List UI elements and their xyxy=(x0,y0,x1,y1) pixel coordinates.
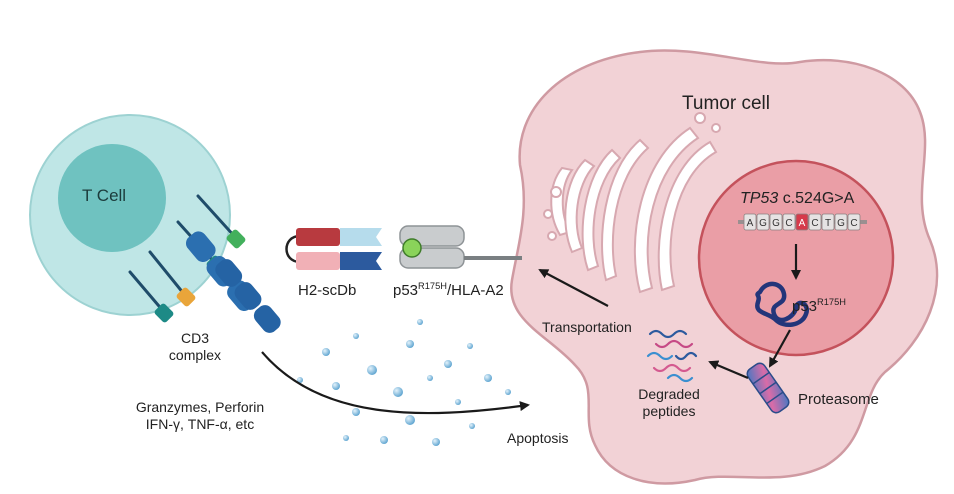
granule-droplet xyxy=(353,333,359,339)
granule-droplet xyxy=(417,319,423,325)
effectors-line2: IFN-γ, TNF-α, etc xyxy=(145,415,255,432)
dna-base-letter: G xyxy=(772,218,780,229)
tp53-mutation-text: c.524G>A xyxy=(778,190,855,207)
granule-droplet xyxy=(444,360,452,368)
tp53-gene-name: TP53 xyxy=(740,190,779,207)
dna-base-box xyxy=(782,213,796,231)
dna-base-letter: A xyxy=(747,218,754,229)
p53-protein-text: p53 xyxy=(792,298,818,315)
p53-protein-label: p53R175H xyxy=(792,297,846,316)
proteasome-label: Proteasome xyxy=(798,391,879,408)
transportation-label: Transportation xyxy=(542,319,632,335)
dna-base-letter: A xyxy=(799,218,806,229)
granule-droplet xyxy=(455,399,461,405)
dna-base-letter: C xyxy=(811,218,818,229)
granule-droplet xyxy=(352,408,360,416)
granule-droplet xyxy=(484,374,492,382)
granule-droplet xyxy=(332,382,340,390)
granule-droplet xyxy=(406,340,414,348)
t-cell-nucleus xyxy=(58,144,166,252)
granule-droplet xyxy=(405,415,415,425)
cd3-complex-label: CD3 complex xyxy=(160,330,230,364)
cd3-label-line2: complex xyxy=(168,346,222,363)
cd3-tcr-receptors xyxy=(128,194,281,333)
p53-hla-suffix: /HLA-A2 xyxy=(446,282,504,299)
degraded-line1: Degraded xyxy=(638,386,700,402)
dna-base-box xyxy=(834,213,848,231)
t-cell-label: T Cell xyxy=(82,186,127,205)
granule-droplet xyxy=(367,365,377,375)
granule-droplet xyxy=(469,423,475,429)
tp53-mutation-label: TP53 c.524G>A xyxy=(740,189,854,208)
dna-base-letter: C xyxy=(785,218,792,229)
tumor-cell-label: Tumor cell xyxy=(682,93,770,114)
granule-droplet xyxy=(427,375,433,381)
p53-hla-superscript: R175H xyxy=(418,281,447,291)
dna-base-box xyxy=(808,213,822,231)
granule-droplet xyxy=(343,435,349,441)
dna-base-letter: C xyxy=(850,218,857,229)
dna-base-box xyxy=(847,213,861,231)
granule-droplet xyxy=(380,436,388,444)
granule-droplet xyxy=(322,348,330,356)
p53-hla-a2-complex xyxy=(399,225,522,269)
h2-scdb-label: H2-scDb xyxy=(298,282,357,299)
effector-molecules-label: Granzymes, Perforin IFN-γ, TNF-α, etc xyxy=(110,399,290,433)
dna-base-letter: G xyxy=(837,218,845,229)
h2-scdb-antibody xyxy=(285,228,382,270)
dna-base-box xyxy=(795,213,809,231)
dna-base-box xyxy=(743,213,757,231)
granule-droplet xyxy=(297,377,303,383)
arrow-to-apoptosis xyxy=(261,351,530,415)
cytotoxic-granules xyxy=(297,319,511,446)
degraded-peptides-label: Degraded peptides xyxy=(632,386,706,420)
dna-base-box xyxy=(756,213,770,231)
p53-protein-icon xyxy=(755,281,810,328)
proteasome-icon xyxy=(746,362,790,414)
p53-hla-prefix: p53 xyxy=(393,282,419,299)
dna-base-box xyxy=(821,213,835,231)
granule-droplet xyxy=(393,387,403,397)
arrow-protein-to-proteasome xyxy=(769,329,791,368)
dna-base-letter: T xyxy=(825,218,831,229)
dna-base-letter: G xyxy=(759,218,767,229)
arrow-proteasome-to-peptides xyxy=(708,360,749,380)
arrow-transportation xyxy=(538,269,609,307)
golgi-apparatus xyxy=(543,112,721,294)
dna-base-box xyxy=(769,213,783,231)
p53-hla-label: p53R175H/HLA-A2 xyxy=(393,281,504,300)
degraded-peptides-icon xyxy=(646,329,698,383)
granule-droplet xyxy=(505,389,511,395)
granule-droplet xyxy=(432,438,440,446)
degraded-line2: peptides xyxy=(642,402,696,419)
cd3-label-line1: CD3 xyxy=(180,330,209,346)
apoptosis-label: Apoptosis xyxy=(507,430,569,446)
effectors-line1: Granzymes, Perforin xyxy=(135,399,265,415)
granule-droplet xyxy=(467,343,473,349)
p53-protein-superscript: R175H xyxy=(817,297,846,307)
